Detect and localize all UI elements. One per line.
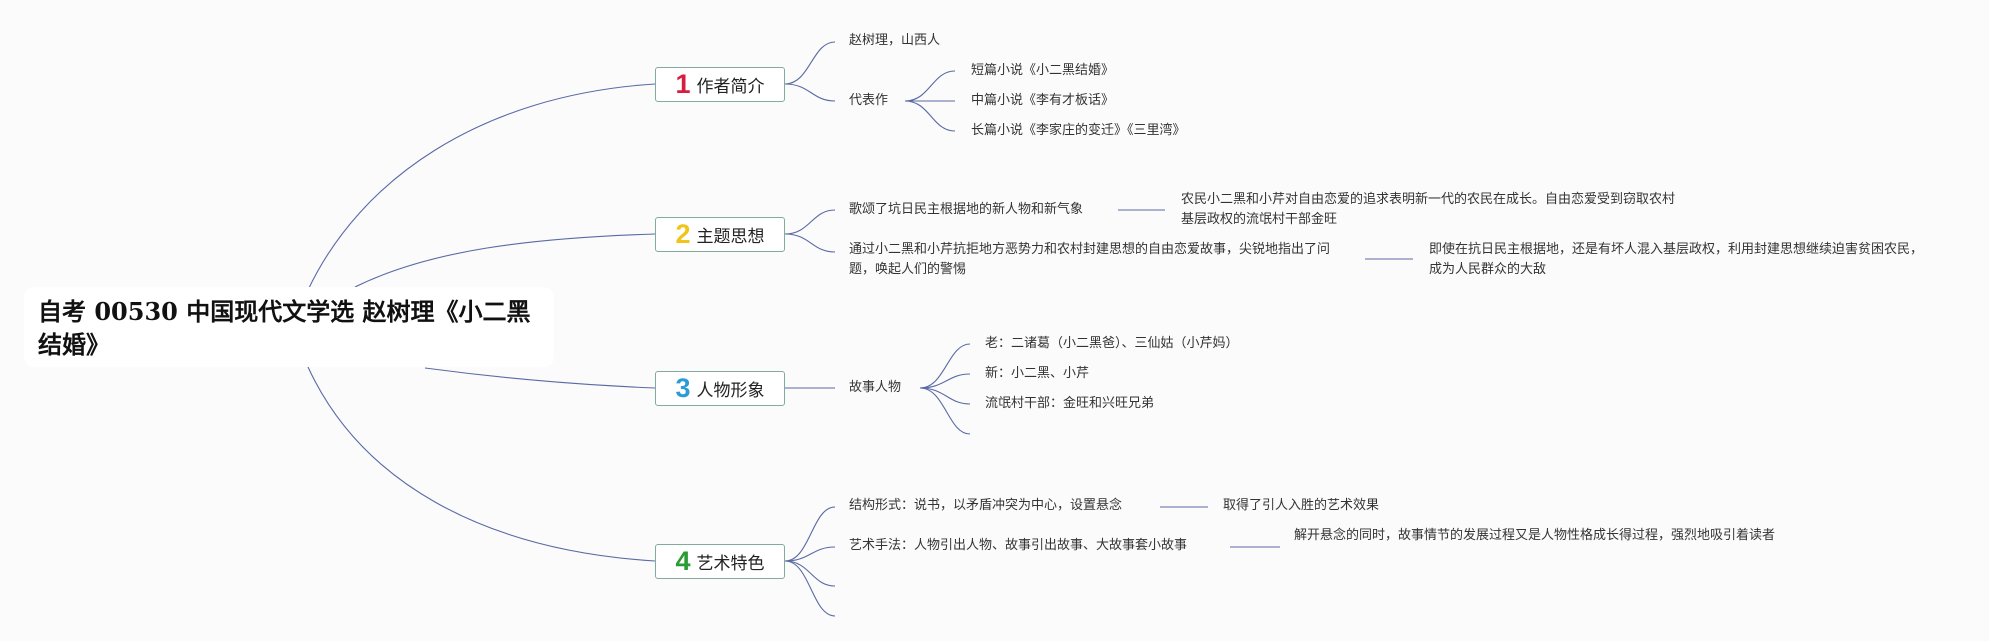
leaf-long-novel: 长篇小说《李家庄的变迁》《三里湾》 bbox=[971, 123, 1186, 138]
leaf-author-origin: 赵树理，山西人 bbox=[849, 33, 941, 48]
leaf-structure-form: 结构形式：说书，以矛盾冲突为中心，设置悬念 bbox=[849, 498, 1123, 513]
branch-characters[interactable]: 3 人物形象 bbox=[655, 371, 785, 406]
leaf-theme-praise: 歌颂了坑日民主根据地的新人物和新气象 bbox=[849, 202, 1084, 217]
leaf-short-novel: 短篇小说《小二黑结婚》 bbox=[971, 63, 1115, 78]
branch-label: 主题思想 bbox=[696, 227, 765, 247]
leaf-technique-effect: 解开悬念的同时，故事情节的发展过程又是人物性格成长得过程，强烈地吸引着读者 bbox=[1294, 528, 1776, 543]
root-node[interactable]: 自考 00530 中国现代文学选 赵树理《小二黑结婚》 bbox=[24, 287, 554, 367]
leaf-structure-effect: 取得了引人入胜的艺术效果 bbox=[1223, 498, 1380, 513]
leaf-theme-story: 通过小二黑和小芹抗拒地方恶势力和农村封建思想的自由恋爱故事，尖锐地指出了问题，唤… bbox=[849, 242, 1331, 277]
leaf-rogue-officials: 流氓村干部：金旺和兴旺兄弟 bbox=[985, 396, 1155, 411]
branch-number: 2 bbox=[675, 219, 691, 249]
leaf-artistic-technique: 艺术手法：人物引出人物、故事引出故事、大故事套小故事 bbox=[849, 538, 1188, 553]
leaf-theme-story-detail: 即使在抗日民主根据地，还是有坏人混入基层政权，利用封建思想继续迫害贫困农民，成为… bbox=[1429, 242, 1924, 277]
leaf-new-characters: 新：小二黑、小芹 bbox=[985, 366, 1090, 381]
branch-theme[interactable]: 2 主题思想 bbox=[655, 217, 785, 252]
branch-label: 人物形象 bbox=[696, 381, 765, 401]
branch-number: 3 bbox=[675, 373, 691, 403]
branch-number: 4 bbox=[675, 546, 691, 576]
root-title: 自考 00530 中国现代文学选 赵树理《小二黑结婚》 bbox=[38, 297, 531, 359]
leaf-old-characters: 老：二诸葛（小二黑爸）、三仙姑（小芹妈） bbox=[985, 336, 1239, 351]
branch-artistic-features[interactable]: 4 艺术特色 bbox=[655, 544, 785, 579]
leaf-representative-works: 代表作 bbox=[849, 93, 889, 108]
branch-number: 1 bbox=[675, 69, 691, 99]
branch-author-intro[interactable]: 1 作者简介 bbox=[655, 67, 785, 102]
leaf-medium-novel: 中篇小说《李有才板话》 bbox=[971, 93, 1115, 108]
leaf-theme-praise-detail: 农民小二黑和小芹对自由恋爱的追求表明新一代的农民在成长。自由恋爱受到窃取农村基层… bbox=[1181, 192, 1676, 227]
leaf-story-characters: 故事人物 bbox=[849, 380, 902, 395]
branch-label: 作者简介 bbox=[696, 77, 765, 97]
branch-label: 艺术特色 bbox=[696, 554, 765, 574]
